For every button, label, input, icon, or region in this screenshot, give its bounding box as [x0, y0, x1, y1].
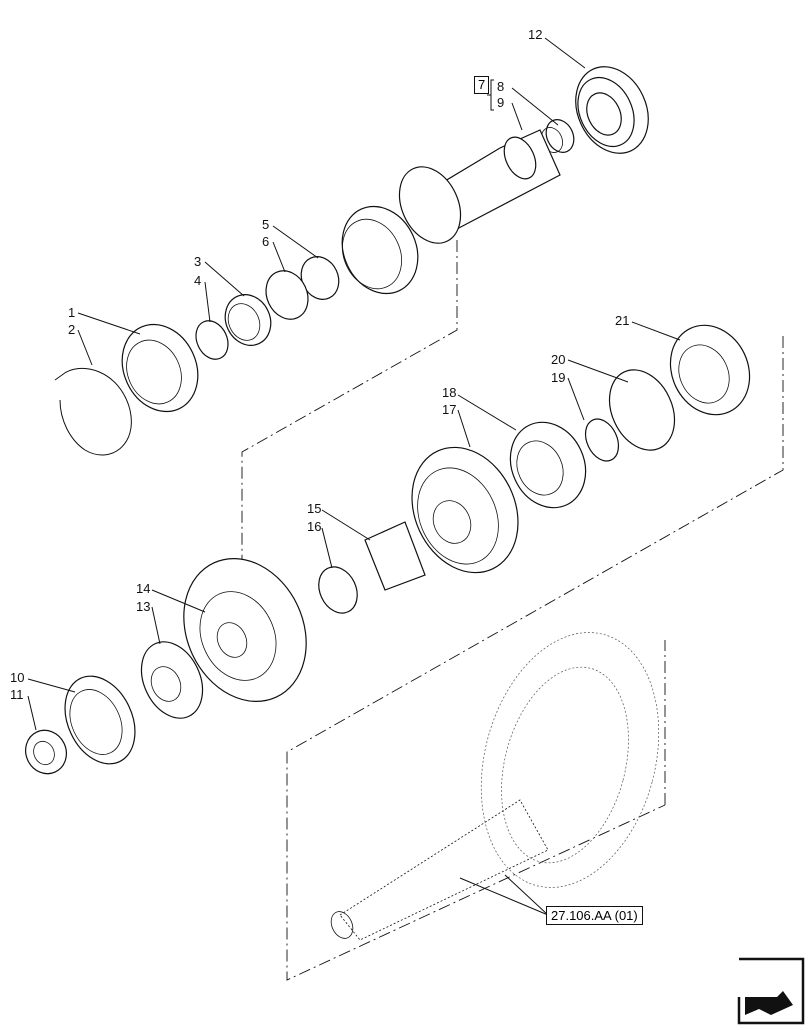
callout-3[interactable]: 3 — [194, 254, 202, 269]
callout-13[interactable]: 13 — [136, 599, 151, 614]
kit-label[interactable]: 7 — [474, 76, 490, 94]
callout-21[interactable]: 21 — [615, 313, 630, 328]
callout-19[interactable]: 19 — [551, 370, 566, 385]
callout-5[interactable]: 5 — [262, 217, 270, 232]
callout-6[interactable]: 6 — [262, 234, 270, 249]
callout-4[interactable]: 4 — [194, 273, 202, 288]
callout-16[interactable]: 16 — [307, 519, 322, 534]
callout-10[interactable]: 12 — [528, 27, 543, 42]
next-page-button[interactable] — [737, 957, 805, 1025]
callout-18[interactable]: 18 — [442, 385, 457, 400]
next-page-arrow-icon — [737, 957, 805, 1025]
callout-14[interactable]: 14 — [136, 581, 151, 596]
callout-8[interactable]: 8 — [497, 79, 505, 94]
callout-12[interactable]: 11 — [10, 687, 24, 702]
callout-1[interactable]: 1 — [68, 305, 76, 320]
bushing-9 — [541, 119, 575, 153]
reference-link[interactable]: 27.106.AA (01) — [546, 906, 643, 925]
callout-17[interactable]: 17 — [442, 402, 457, 417]
callout-2[interactable]: 2 — [68, 322, 76, 337]
main-shaft — [341, 129, 561, 295]
callout-11[interactable]: 10 — [10, 670, 25, 685]
callout-15[interactable]: 15 — [307, 501, 322, 516]
callout-20[interactable]: 20 — [551, 352, 566, 367]
callout-9[interactable]: 9 — [497, 95, 505, 110]
bearing-10 — [575, 66, 649, 154]
exploded-parts-diagram — [25, 37, 784, 981]
